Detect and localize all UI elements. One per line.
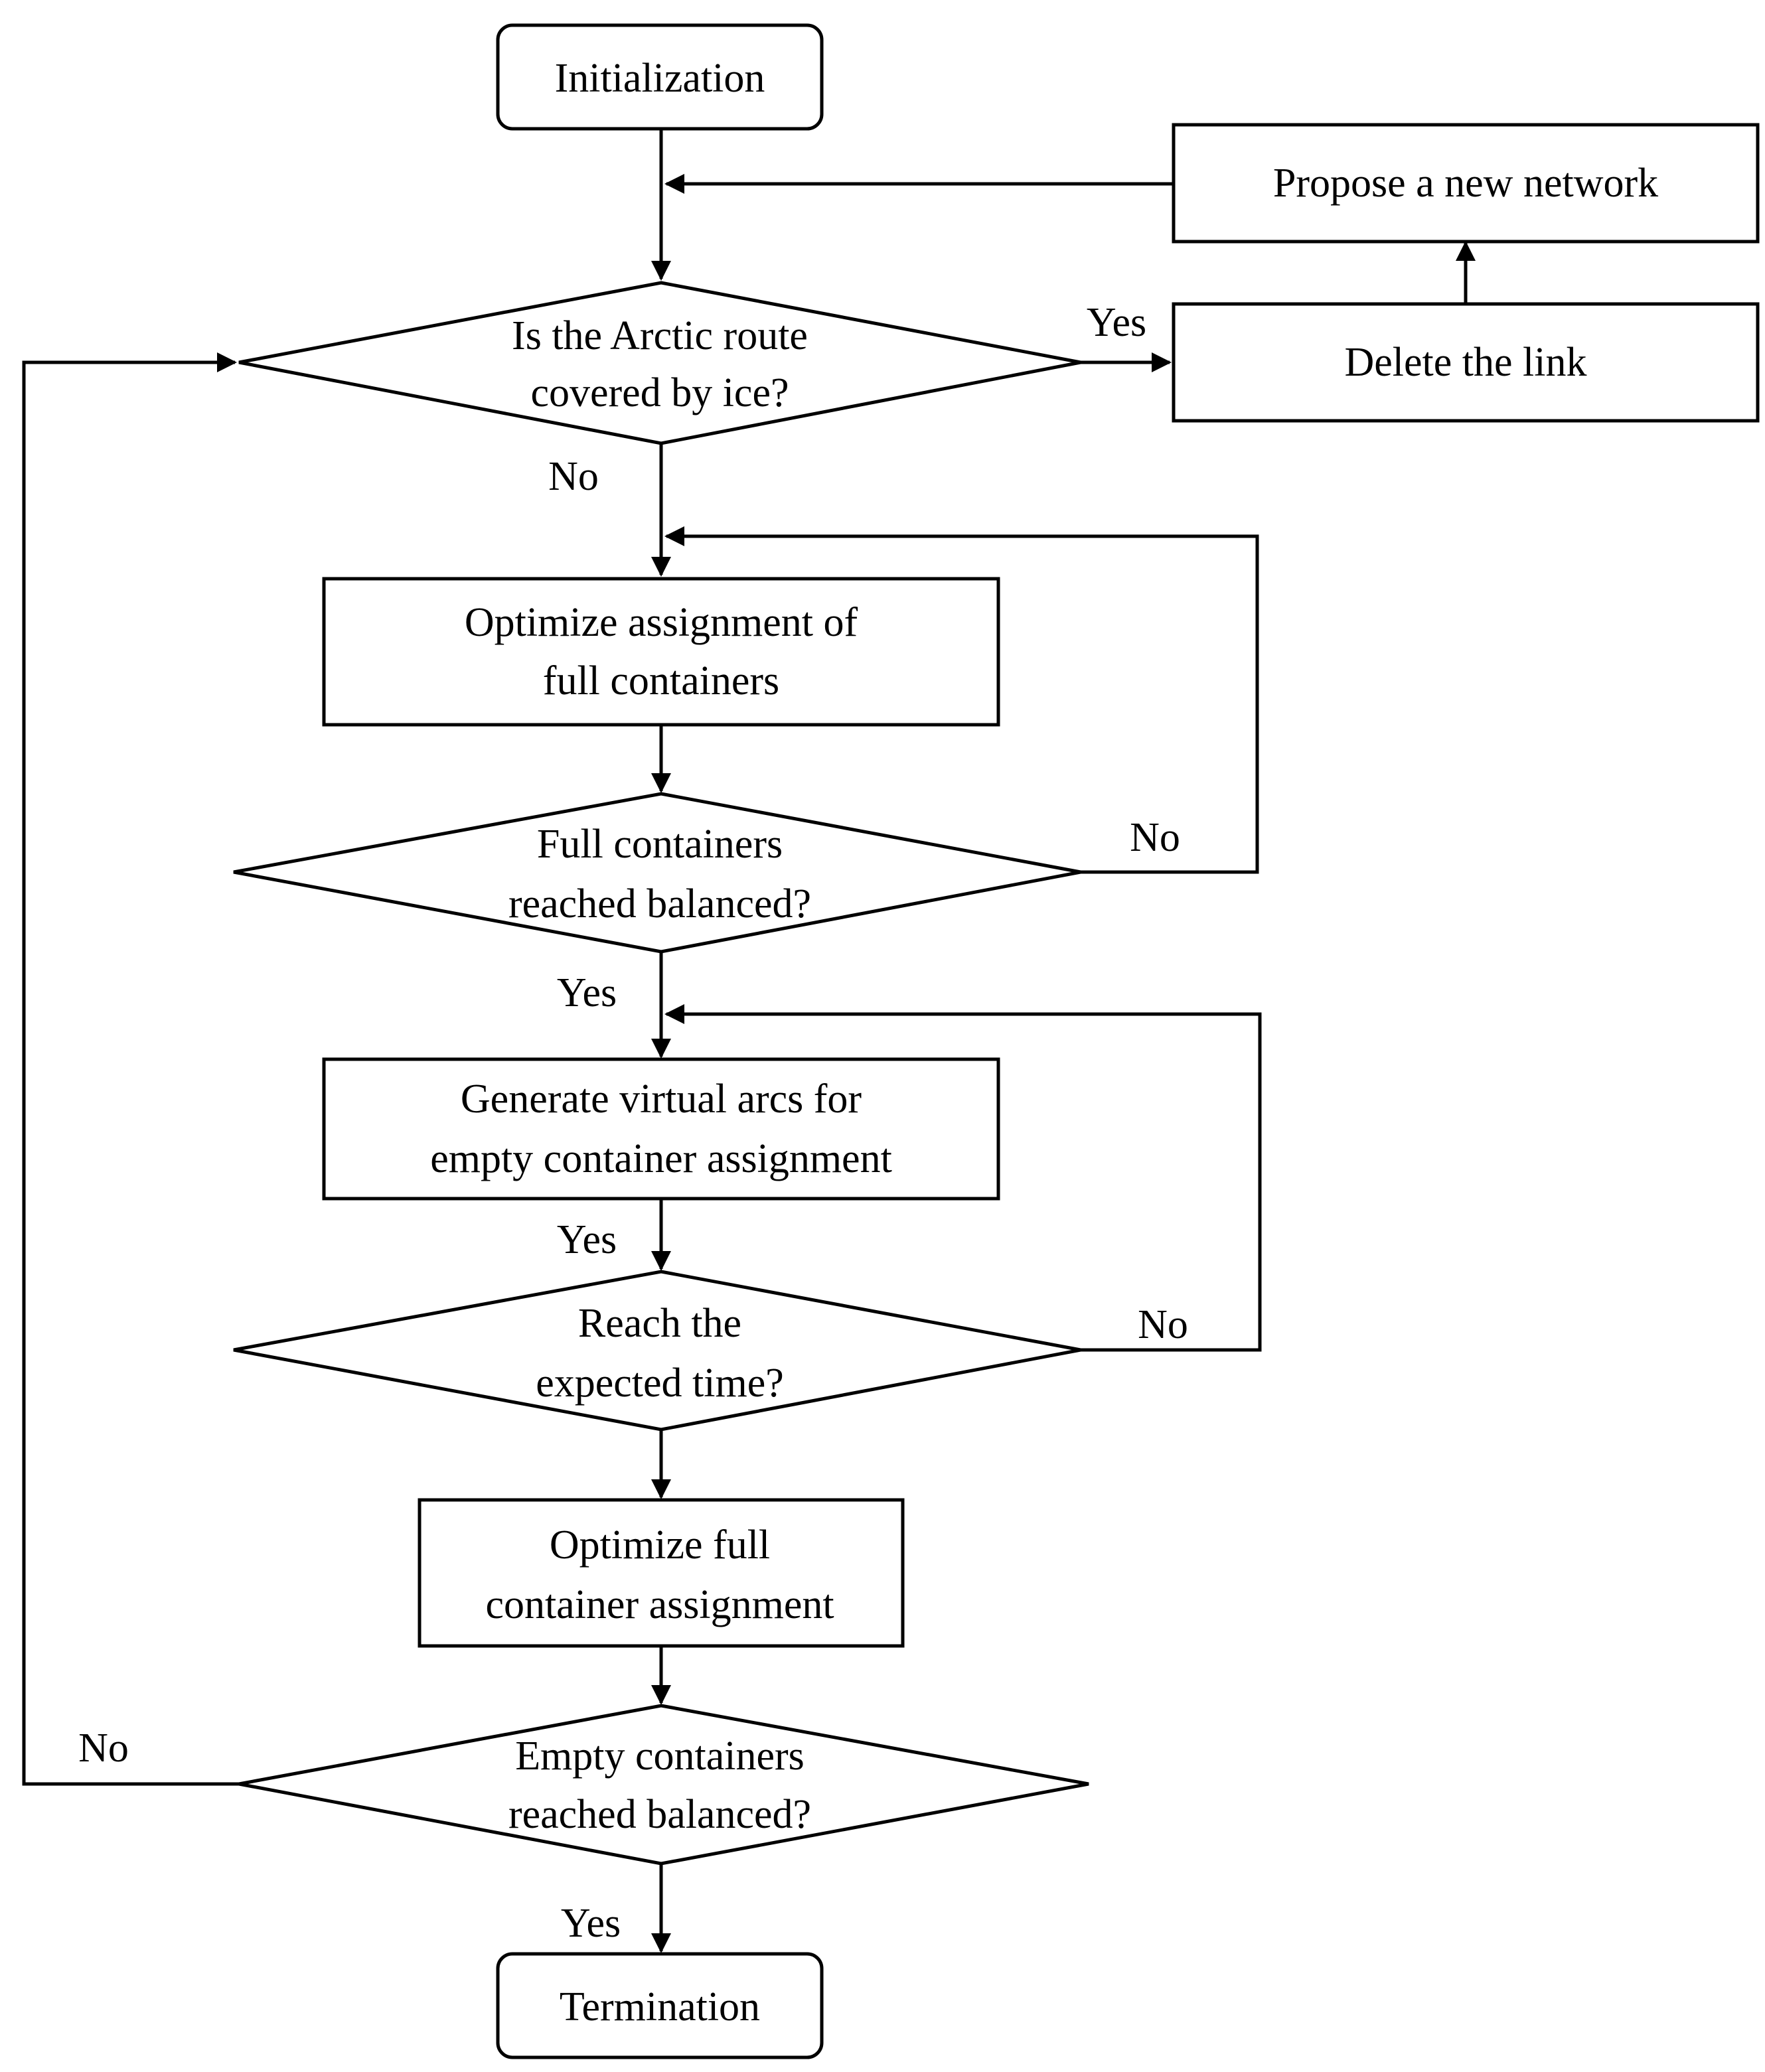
full-balanced-label-line1: Full containers	[537, 822, 783, 867]
empty-yes-label: Yes	[561, 1901, 621, 1946]
optimize-full-2-node	[418, 1498, 905, 1648]
optimize-full-label-line2: full containers	[543, 658, 779, 703]
optimize-full-2-label-line2: container assignment	[485, 1582, 834, 1627]
delete-link-label: Delete the link	[1345, 340, 1587, 385]
arctic-yes-label: Yes	[1087, 300, 1146, 345]
full-balanced-label-line2: reached balanced?	[508, 881, 811, 926]
optimize-full-2-label-line1: Optimize full	[550, 1522, 770, 1568]
empty-balanced-label-line2: reached balanced?	[508, 1792, 811, 1837]
generate-arcs-label-line1: Generate virtual arcs for	[461, 1076, 862, 1122]
optimize-full-node	[322, 577, 1000, 727]
arctic-route-label-line1: Is the Arctic route	[512, 313, 808, 358]
arctic-route-label-line2: covered by ice?	[531, 370, 789, 415]
termination-node	[496, 1952, 824, 2059]
edge-time-no-loop	[664, 1004, 1262, 1352]
time-no-label: No	[1138, 1302, 1188, 1347]
empty-balanced-decision	[238, 1704, 1089, 1866]
expected-time-label-line2: expected time?	[536, 1361, 784, 1406]
arctic-route-decision	[238, 281, 1081, 445]
expected-time-label-line1: Reach the	[578, 1301, 741, 1346]
generate-arcs-node	[322, 1057, 1000, 1201]
initialization-label: Initialization	[555, 56, 765, 101]
delete-link-node	[1172, 302, 1760, 423]
edge-full-no-loop	[664, 526, 1259, 874]
generate-arcs-label-line2: empty container assignment	[430, 1136, 892, 1181]
full-yes-label: Yes	[557, 970, 617, 1015]
propose-network-label: Propose a new network	[1273, 161, 1658, 206]
empty-no-label: No	[78, 1726, 129, 1771]
arctic-no-label: No	[548, 454, 599, 499]
arcs-yes-label: Yes	[557, 1217, 617, 1262]
connectors	[22, 129, 1476, 1953]
full-balanced-decision	[233, 792, 1081, 954]
initialization-node	[496, 23, 824, 131]
empty-balanced-label-line1: Empty containers	[515, 1734, 805, 1779]
expected-time-decision	[233, 1270, 1081, 1432]
optimize-full-label-line1: Optimize assignment of	[465, 600, 858, 645]
propose-network-node	[1172, 123, 1760, 244]
edge-empty-no-loop	[22, 352, 239, 1786]
termination-label: Termination	[560, 1984, 760, 2030]
full-no-label: No	[1130, 815, 1180, 860]
